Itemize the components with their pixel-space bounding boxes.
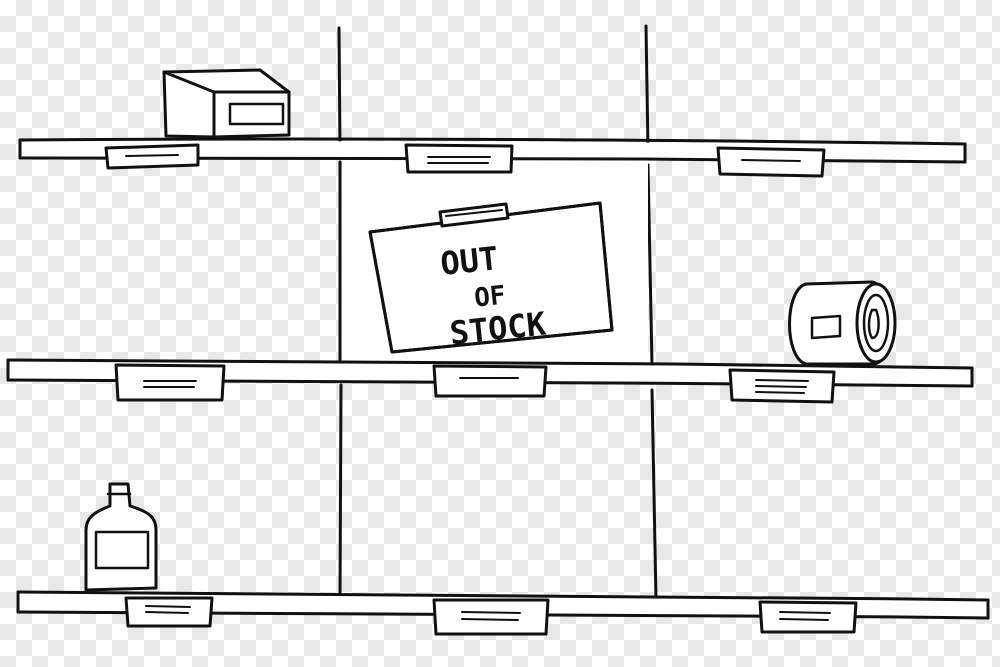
can-icon (788, 280, 897, 366)
price-tag (728, 368, 836, 404)
bottle-icon (84, 482, 158, 592)
sign-line-stock: STOCK (448, 304, 549, 352)
price-tag (124, 596, 214, 628)
price-tag (104, 143, 200, 170)
box-icon (162, 68, 291, 139)
price-tag (432, 364, 548, 398)
price-tag (432, 598, 550, 636)
sign-line-of: OF (473, 281, 507, 314)
sign-line-out: OUT (439, 239, 500, 283)
price-tags (104, 143, 858, 636)
price-tag (114, 363, 226, 402)
price-tag (716, 146, 826, 178)
tape-strip (438, 202, 510, 228)
price-tag (404, 143, 514, 174)
shelf-dividers (337, 24, 658, 602)
divider-left (337, 26, 343, 600)
divider-right (644, 24, 658, 602)
price-tag (758, 600, 858, 634)
out-of-stock-sign (368, 201, 614, 354)
